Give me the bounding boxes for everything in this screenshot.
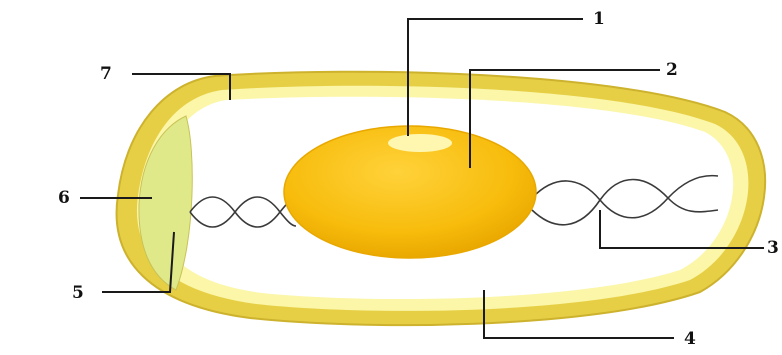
label-5: 5 [72, 283, 84, 303]
label-1: 1 [593, 9, 605, 29]
label-2: 2 [666, 60, 678, 80]
label-6: 6 [58, 188, 70, 208]
label-3: 3 [767, 238, 779, 258]
label-7: 7 [100, 64, 112, 84]
germinal-disc [388, 134, 452, 152]
label-4: 4 [684, 329, 696, 349]
